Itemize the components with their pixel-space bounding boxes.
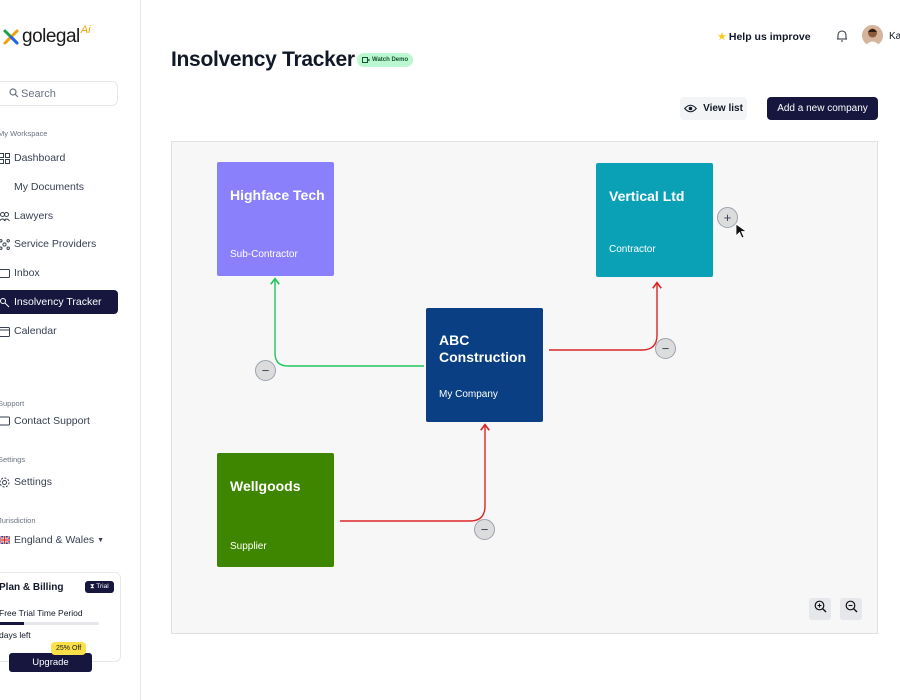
billing-subtitle: Free Trial Time Period — [0, 608, 83, 618]
sidebar-item-contact-support[interactable]: Contact Support — [0, 409, 118, 433]
connector-lines — [270, 277, 662, 522]
trial-badge-label: Trial — [96, 583, 109, 590]
add-relation-button[interactable]: + — [717, 207, 738, 228]
jurisdiction-value: England & Wales — [14, 534, 95, 546]
mouse-cursor-icon — [735, 223, 749, 244]
bell-icon[interactable] — [835, 29, 849, 43]
company-node-highface-tech[interactable]: Highface Tech Sub-Contractor — [217, 162, 334, 276]
calendar-icon — [0, 325, 10, 337]
search-icon — [9, 85, 19, 103]
uk-flag-icon — [0, 534, 10, 546]
company-name: Wellgoods — [230, 478, 301, 494]
avatar[interactable] — [862, 25, 883, 46]
view-list-label: View list — [703, 103, 743, 114]
eye-icon — [684, 104, 698, 113]
sidebar-item-lawyers[interactable]: Lawyers — [0, 204, 118, 228]
plan-billing-card: Plan & Billing ⧗ Trial Free Trial Time P… — [0, 572, 121, 672]
logo-ai-suffix: Ai — [80, 24, 91, 36]
upgrade-button[interactable]: Upgrade — [9, 653, 92, 672]
jurisdiction-select[interactable]: England & Wales ▼ — [0, 528, 118, 552]
sidebar-item-label: Inbox — [14, 267, 40, 279]
settings-section-label: Settings — [0, 455, 26, 464]
workspace-section-label: My Workspace — [0, 129, 48, 138]
search-box[interactable] — [0, 81, 118, 106]
user-name: Ka — [889, 31, 900, 42]
zoom-in-button[interactable] — [809, 598, 831, 620]
sidebar-item-label: Insolvency Tracker — [14, 296, 102, 308]
billing-title: Plan & Billing — [0, 582, 64, 593]
sidebar-item-my-documents[interactable]: My Documents — [0, 175, 118, 199]
logo-text: golegal — [22, 26, 80, 47]
sidebar-item-label: Service Providers — [14, 238, 97, 250]
remove-relation-button-wellgoods[interactable]: − — [474, 519, 495, 540]
days-left-text: days left — [0, 630, 31, 640]
page-title: Insolvency Tracker — [171, 48, 355, 71]
grid-icon — [0, 152, 10, 164]
network-icon — [0, 238, 10, 250]
zoom-out-button[interactable] — [840, 598, 862, 620]
help-label: Help us improve — [728, 30, 811, 43]
trial-progress-bar — [0, 622, 99, 625]
inbox-icon — [0, 267, 10, 279]
remove-relation-button-vertical[interactable]: − — [655, 338, 676, 359]
document-icon — [0, 181, 10, 193]
tracker-icon — [0, 296, 10, 308]
jurisdiction-section-label: Jurisdiction — [0, 516, 36, 525]
watch-demo-button[interactable]: Watch Demo — [357, 53, 414, 67]
chat-icon — [0, 415, 10, 427]
sidebar-item-label: Settings — [14, 476, 52, 488]
sidebar-item-label: My Documents — [14, 181, 85, 193]
logo-x-icon — [2, 28, 20, 46]
edge-abc-to-highface — [270, 277, 424, 367]
company-name: ABC Construction — [439, 332, 527, 365]
search-input[interactable] — [21, 87, 111, 100]
golegal-logo[interactable]: golegal Ai — [0, 24, 91, 50]
zoom-out-icon — [845, 600, 858, 618]
trial-progress-fill — [0, 622, 24, 625]
video-icon — [362, 57, 370, 63]
trial-badge: ⧗ Trial — [85, 581, 114, 593]
chevron-down-icon: ▼ — [97, 536, 105, 544]
company-role: My Company — [439, 389, 498, 400]
watch-demo-label: Watch Demo — [372, 57, 409, 63]
sidebar-item-calendar[interactable]: Calendar — [0, 319, 118, 343]
gear-icon — [0, 476, 10, 488]
company-node-abc-construction[interactable]: ABC Construction My Company — [426, 308, 543, 422]
support-section-label: Support — [0, 399, 25, 408]
company-role: Supplier — [230, 541, 267, 552]
sidebar-item-dashboard[interactable]: Dashboard — [0, 146, 118, 170]
company-role: Sub-Contractor — [230, 249, 298, 260]
edge-wellgoods-to-abc — [340, 423, 490, 522]
remove-relation-button-highface[interactable]: − — [255, 360, 276, 381]
company-role: Contractor — [609, 244, 656, 255]
help-us-improve-link[interactable]: ★ Help us improve — [717, 30, 811, 44]
sidebar-item-settings[interactable]: Settings — [0, 470, 118, 494]
company-node-vertical-ltd[interactable]: Vertical Ltd Contractor — [596, 163, 713, 277]
sidebar-item-label: Contact Support — [14, 415, 90, 427]
sidebar-item-inbox[interactable]: Inbox — [0, 261, 118, 285]
edge-abc-to-vertical — [549, 281, 662, 351]
company-name: Vertical Ltd — [609, 188, 685, 204]
company-node-wellgoods[interactable]: Wellgoods Supplier — [217, 453, 334, 567]
zoom-in-icon — [814, 600, 827, 618]
discount-badge: 25% Off — [51, 642, 87, 655]
sidebar: golegal Ai My Workspace Dashboard My Doc… — [0, 0, 141, 700]
hourglass-icon: ⧗ — [90, 583, 97, 590]
sidebar-item-label: Calendar — [14, 325, 57, 337]
users-icon — [0, 210, 10, 222]
view-list-button[interactable]: View list — [680, 97, 747, 120]
star-icon: ★ — [717, 31, 727, 43]
sidebar-item-label: Dashboard — [14, 152, 66, 164]
company-name: Highface Tech — [230, 187, 325, 203]
sidebar-item-label: Lawyers — [14, 210, 54, 222]
add-company-button[interactable]: Add a new company — [767, 97, 878, 120]
sidebar-item-service-providers[interactable]: Service Providers — [0, 232, 118, 256]
sidebar-item-insolvency-tracker[interactable]: Insolvency Tracker — [0, 290, 118, 314]
relationship-canvas[interactable]: Highface Tech Sub-Contractor Vertical Lt… — [171, 141, 878, 634]
